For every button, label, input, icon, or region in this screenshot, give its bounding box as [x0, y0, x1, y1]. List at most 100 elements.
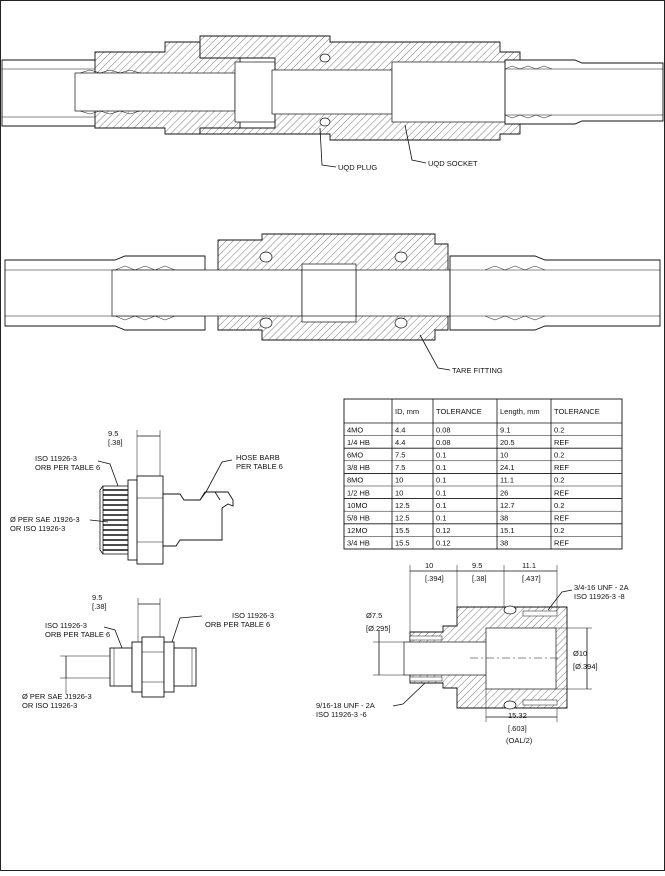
table-cell: REF: [554, 488, 569, 497]
adapter-large-bore: [485, 627, 557, 690]
table-cell: 12.5: [395, 514, 410, 523]
table-cell: 0.1: [436, 514, 446, 523]
table-cell: 10: [395, 476, 403, 485]
orb-union-right-label-1: ISO 11926-3: [232, 611, 274, 620]
uqd-assembly: UQD PLUG UQD SOCKET: [1, 35, 664, 172]
uqd-socket-label: UQD SOCKET: [428, 159, 478, 168]
uqd-plug-bore: [74, 72, 236, 112]
table-cell: 7.5: [395, 463, 405, 472]
table-cell: 0.1: [436, 463, 446, 472]
adapter-dim-6-note: (OAL/2): [506, 736, 533, 745]
adapter-dim-5-mm: Ø10: [573, 649, 587, 658]
table-cell: REF: [554, 438, 569, 447]
hose-barb-stem: [162, 491, 234, 547]
hose-barb-dim-in: [.38]: [108, 438, 123, 447]
adapter-dim-4-in: [Ø.295]: [366, 624, 391, 633]
table-cell: 0.2: [554, 501, 564, 510]
hose-barb-view: 9.5 [.38] ISO 11926-3 ORB PER TABLE 6 HO…: [10, 429, 283, 565]
table-cell: 11.1: [500, 476, 514, 485]
table-cell: 0.08: [436, 438, 451, 447]
tare-fitting-label: TARE FITTING: [452, 366, 503, 375]
size-table-frame: [343, 398, 623, 550]
hose-barb-bore-label-2: OR ISO 11926-3: [10, 524, 65, 533]
orb-union-view: 9.5 [.38] ISO 11926-3 ORB PER TABLE 6 IS…: [22, 593, 274, 710]
adapter-dim-1-mm: 10: [425, 561, 433, 570]
table-cell: 6MO: [347, 451, 363, 460]
adapter-dim-3-mm: 11.1: [522, 561, 536, 570]
table-cell: 4MO: [347, 425, 363, 434]
orb-thread-lines: [103, 489, 129, 551]
tare-right-tube: [449, 255, 661, 331]
table-cell: 0.2: [554, 526, 564, 535]
size-table-header-tol2: TOLERANCE: [554, 407, 600, 416]
table-cell: 3/4 HB: [347, 539, 370, 548]
hose-barb-hex: [136, 475, 164, 565]
table-cell: 3/8 HB: [347, 463, 370, 472]
table-cell: 8MO: [347, 476, 363, 485]
adapter-thread-large-1: 3/4-16 UNF - 2A: [574, 583, 629, 592]
adapter-dim-6-in: [.603]: [508, 724, 527, 733]
table-cell: 24.1: [500, 463, 515, 472]
table-cell: 0.08: [436, 425, 451, 434]
size-table-header-id: ID, mm: [395, 407, 419, 416]
adapter-dim-2-in: [.38]: [472, 574, 487, 583]
adapter-dim-2-mm: 9.5: [472, 561, 482, 570]
table-cell: 15.1: [500, 526, 515, 535]
table-cell: 4.4: [395, 425, 405, 434]
table-cell: 15.5: [395, 539, 410, 548]
size-table-header-tol1: TOLERANCE: [436, 407, 482, 416]
orb-union-right-label-2: ORB PER TABLE 6: [205, 620, 270, 629]
adapter-small-bore: [403, 641, 489, 676]
table-cell: REF: [554, 463, 569, 472]
table-cell: 5/8 HB: [347, 514, 370, 523]
size-table: ID, mm TOLERANCE Length, mm TOLERANCE 4M…: [343, 398, 623, 550]
table-cell: 0.12: [436, 539, 451, 548]
table-cell: 1/2 HB: [347, 488, 370, 497]
uqd-right-tube: [504, 59, 664, 125]
table-cell: 10: [500, 451, 508, 460]
table-cell: 0.1: [436, 501, 446, 510]
hose-barb-label-2: PER TABLE 6: [236, 462, 283, 471]
adapter-dim-5-in: [Ø.394]: [573, 662, 598, 671]
hose-barb-orb-label-2: ORB PER TABLE 6: [35, 463, 100, 472]
adapter-dim-1-in: [.394]: [425, 574, 444, 583]
table-cell: 1/4 HB: [347, 438, 370, 447]
hose-barb-orb-label-1: ISO 11926-3: [35, 454, 77, 463]
table-cell: 12.5: [395, 501, 410, 510]
table-cell: 12MO: [347, 526, 368, 535]
adapter-thread-small-2: ISO 11926-3 -6: [316, 710, 367, 719]
uqd-plug-label: UQD PLUG: [338, 163, 377, 172]
tare-fitting-assembly: TARE FITTING: [4, 233, 661, 375]
orb-union-dim-in: [.38]: [92, 602, 107, 611]
orb-union-bore-label-2: OR ISO 11926-3: [22, 701, 77, 710]
tare-fitting-leader: [419, 334, 451, 371]
hose-barb-label-1: HOSE BARB: [236, 453, 280, 462]
hose-barb-bore-label-1: Ø PER SAE J1926-3: [10, 515, 80, 524]
table-cell: 0.2: [554, 476, 564, 485]
uqd-plug-leader: [319, 127, 337, 168]
table-cell: 9.1: [500, 425, 510, 434]
table-cell: 20.5: [500, 438, 515, 447]
table-cell: 0.1: [436, 451, 446, 460]
hose-barb-dim-mm: 9.5: [108, 429, 118, 438]
table-cell: REF: [554, 539, 569, 548]
table-cell: 38: [500, 539, 508, 548]
table-cell: 0.2: [554, 451, 564, 460]
orb-union-bore-label-1: Ø PER SAE J1926-3: [22, 692, 92, 701]
table-cell: 12.7: [500, 501, 515, 510]
table-cell: 15.5: [395, 526, 410, 535]
table-cell: 10MO: [347, 501, 368, 510]
adapter-dim-3-in: [.437]: [522, 574, 541, 583]
uqd-socket-leader: [404, 124, 427, 164]
table-cell: 38: [500, 514, 508, 523]
table-cell: 0.12: [436, 526, 451, 535]
table-cell: 0.1: [436, 488, 446, 497]
orb-union-left-label-1: ISO 11926-3: [45, 621, 87, 630]
adapter-section-view: 10 [.394] 9.5 [.38] 11.1 [.437] Ø7.5 [Ø.…: [316, 561, 629, 745]
table-cell: REF: [554, 514, 569, 523]
size-table-header-length: Length, mm: [500, 407, 540, 416]
adapter-thread-large-2: ISO 11926-3 -8: [574, 592, 625, 601]
